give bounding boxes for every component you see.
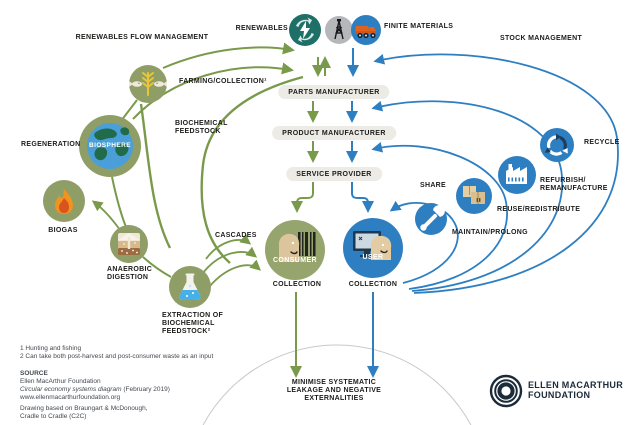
user-monitor-icon: [353, 231, 392, 260]
consumer-label: CONSUMER: [272, 257, 318, 264]
cascades-label: CASCADES: [215, 232, 257, 239]
renewables-label: RENEWABLES: [235, 25, 288, 32]
regeneration-label: REGENERATION: [21, 141, 81, 148]
boxes-icon: [456, 178, 492, 214]
source-org: Ellen MacArthur Foundation: [20, 378, 101, 385]
share-label: SHARE: [420, 182, 447, 189]
oil-derrick-icon: [325, 16, 353, 44]
heading-renewables-flow-management: RENEWABLES FLOW MANAGEMENT: [75, 34, 209, 41]
soil-digestion-icon: [110, 225, 148, 263]
maintain-prolong-label: MAINTAIN/PROLONG: [452, 229, 528, 236]
collection-consumer-label: COLLECTION: [272, 281, 322, 288]
wrench-icon: [415, 203, 447, 235]
biosphere-label: BIOSPHERE: [89, 142, 131, 149]
refurbish-remanufacture-label: REFURBISH/REMANUFACTURE: [540, 177, 608, 192]
source-credit-1: Drawing based on Braungart & McDonough,: [20, 405, 148, 412]
service-provider-pill: SERVICE PROVIDER: [286, 167, 382, 181]
recycle-arrows-icon: [540, 128, 574, 162]
footnotes: 1 Hunting and fishing 2 Can take both po…: [20, 345, 214, 360]
source-credit-2: Cradle to Cradle (C2C): [20, 413, 87, 420]
source-date: (February 2019): [121, 386, 170, 393]
user-node: USER: [343, 218, 403, 278]
collection-user-label: COLLECTION: [348, 281, 398, 288]
source-work: Circular economy systems diagram: [20, 386, 122, 393]
parts-manufacturer-pill: PARTS MANUFACTURER: [278, 85, 390, 99]
wheat-fish-icon: [129, 65, 167, 103]
source-heading: SOURCE: [20, 370, 48, 377]
renewable-energy-icon: [289, 14, 321, 46]
emf-rings-logo: [487, 372, 525, 410]
finite-materials-label: FINITE MATERIALS: [384, 23, 454, 30]
user-label: USER: [362, 254, 384, 261]
heading-stock-management: STOCK MANAGEMENT: [499, 35, 583, 42]
reuse-redistribute-label: REUSE/REDISTRIBUTE: [497, 206, 581, 213]
farming-collection-label: FARMING/COLLECTION¹: [179, 78, 267, 85]
source-url[interactable]: www.ellenmacarthurfoundation.org: [20, 394, 121, 401]
consumer-node: CONSUMER: [265, 220, 325, 280]
biosphere-node: BIOSPHERE: [79, 115, 141, 177]
dump-truck-icon: [351, 15, 381, 45]
biogas-label: BIOGAS: [48, 227, 78, 234]
product-manufacturer-pill: PRODUCT MANUFACTURER: [272, 126, 396, 140]
source-block: SOURCE Ellen MacArthur Foundation Circul…: [20, 370, 170, 421]
earth-icon: [87, 123, 133, 169]
flame-icon: [43, 180, 85, 222]
flask-icon: [169, 266, 211, 308]
recycle-label: RECYCLE: [584, 139, 620, 146]
consumer-barcode-icon: [279, 232, 316, 262]
factory-icon: [498, 156, 536, 194]
